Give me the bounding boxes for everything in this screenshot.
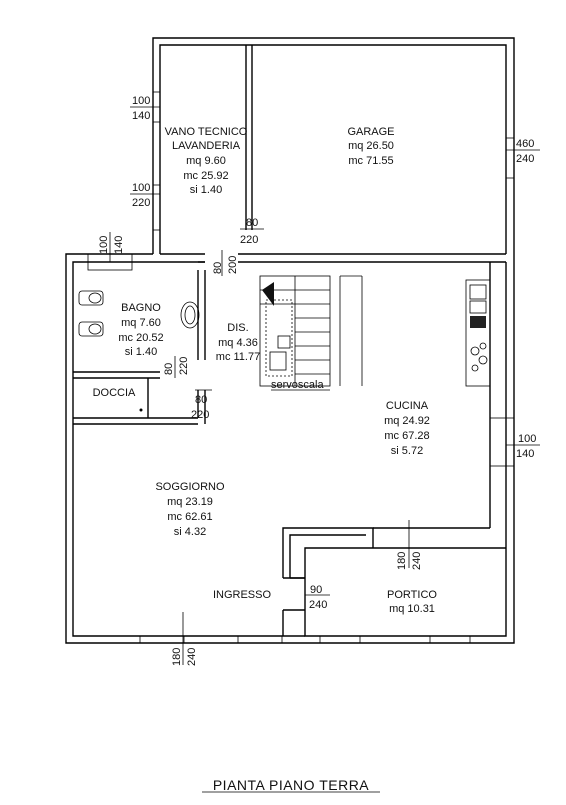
appliance-icon xyxy=(470,316,486,328)
room-area: mq 23.19 xyxy=(167,496,213,508)
room-vano-tecnico: VANO TECNICO LAVANDERIA mq 9.60 mc 25.92… xyxy=(165,126,248,196)
arrow-icon xyxy=(262,282,274,306)
dim-label: 80 xyxy=(212,262,224,274)
room-name: GARAGE xyxy=(347,126,394,138)
room-volume: mc 71.55 xyxy=(348,155,393,167)
room-cucina: CUCINA mq 24.92 mc 67.28 si 5.72 xyxy=(384,400,430,457)
bidet-icon xyxy=(78,321,104,337)
sink-icon xyxy=(469,284,487,300)
room-dis: DIS. mq 4.36 mc 11.77 xyxy=(216,322,260,363)
dim-label: 200 xyxy=(227,256,239,274)
dim-label: 460 xyxy=(516,138,534,150)
dim-label: 240 xyxy=(516,153,534,165)
room-bagno: BAGNO mq 7.60 mc 20.52 si 1.40 xyxy=(118,302,163,358)
stove-burner-icon xyxy=(470,346,480,356)
kitchen-fixtures xyxy=(465,279,491,387)
drain-icon xyxy=(139,408,143,412)
dim-label: 100 xyxy=(98,236,110,254)
dim-label: 240 xyxy=(186,648,198,666)
dim-label: 140 xyxy=(516,448,534,460)
dim-label: 180 xyxy=(171,648,183,666)
room-name: INGRESSO xyxy=(213,589,272,601)
room-area: mq 9.60 xyxy=(186,155,226,167)
room-area: mq 10.31 xyxy=(389,603,435,615)
dim-label: 100 xyxy=(518,433,536,445)
dimension-marks xyxy=(109,106,540,793)
dim-label: 220 xyxy=(132,197,150,209)
toilet-icon xyxy=(78,290,104,306)
room-volume: mc 25.92 xyxy=(183,170,228,182)
room-window-area: si 4.32 xyxy=(174,526,206,538)
sink-icon xyxy=(180,301,200,329)
room-name: VANO TECNICO xyxy=(165,126,248,138)
room-volume: mc 62.61 xyxy=(167,511,212,523)
room-name: LAVANDERIA xyxy=(172,140,241,152)
dim-label: 140 xyxy=(113,236,125,254)
room-area: mq 7.60 xyxy=(121,317,161,329)
dim-label: 90 xyxy=(310,584,322,596)
room-doccia: DOCCIA xyxy=(93,387,136,399)
dim-label: 100 xyxy=(132,182,150,194)
room-area: mq 24.92 xyxy=(384,415,430,427)
dim-label: 80 xyxy=(163,363,175,375)
dim-label: 100 xyxy=(132,95,150,107)
room-portico: PORTICO mq 10.31 xyxy=(387,589,437,615)
bathroom-fixtures xyxy=(78,290,200,412)
room-volume: mc 67.28 xyxy=(384,430,429,442)
room-ingresso: INGRESSO xyxy=(213,589,272,601)
dim-label: 220 xyxy=(191,409,209,421)
dim-label: 140 xyxy=(132,110,150,122)
room-name: PORTICO xyxy=(387,589,437,601)
vertical-dimension-labels: 100 140 80 200 80 220 180 240 180 240 xyxy=(98,236,423,666)
staircase xyxy=(259,275,363,387)
room-name: SOGGIORNO xyxy=(155,481,225,493)
dim-label: 80 xyxy=(246,217,258,229)
plan-title: PIANTA PIANO TERRA xyxy=(213,777,369,793)
room-window-area: si 1.40 xyxy=(190,184,222,196)
dim-label: 220 xyxy=(178,357,190,375)
room-name: BAGNO xyxy=(121,302,161,314)
dim-label: 240 xyxy=(411,552,423,570)
room-area: mq 26.50 xyxy=(348,140,394,152)
room-name: DOCCIA xyxy=(93,387,136,399)
room-garage: GARAGE mq 26.50 mc 71.55 xyxy=(347,126,394,167)
dimension-labels: 100 140 100 220 80 220 460 240 100 140 9… xyxy=(132,95,536,611)
room-volume: mc 11.77 xyxy=(216,351,260,363)
dim-label: 240 xyxy=(309,599,327,611)
servoscala-label: servoscala xyxy=(271,379,324,391)
windows xyxy=(87,91,515,644)
room-window-area: si 5.72 xyxy=(391,445,423,457)
room-soggiorno: SOGGIORNO mq 23.19 mc 62.61 si 4.32 xyxy=(155,481,225,538)
dim-label: 180 xyxy=(396,552,408,570)
dim-label: 80 xyxy=(195,394,207,406)
room-window-area: si 1.40 xyxy=(125,346,157,358)
room-volume: mc 20.52 xyxy=(118,332,163,344)
room-name: CUCINA xyxy=(386,400,429,412)
dim-label: 220 xyxy=(240,234,258,246)
room-name: DIS. xyxy=(227,322,248,334)
room-area: mq 4.36 xyxy=(218,337,258,349)
